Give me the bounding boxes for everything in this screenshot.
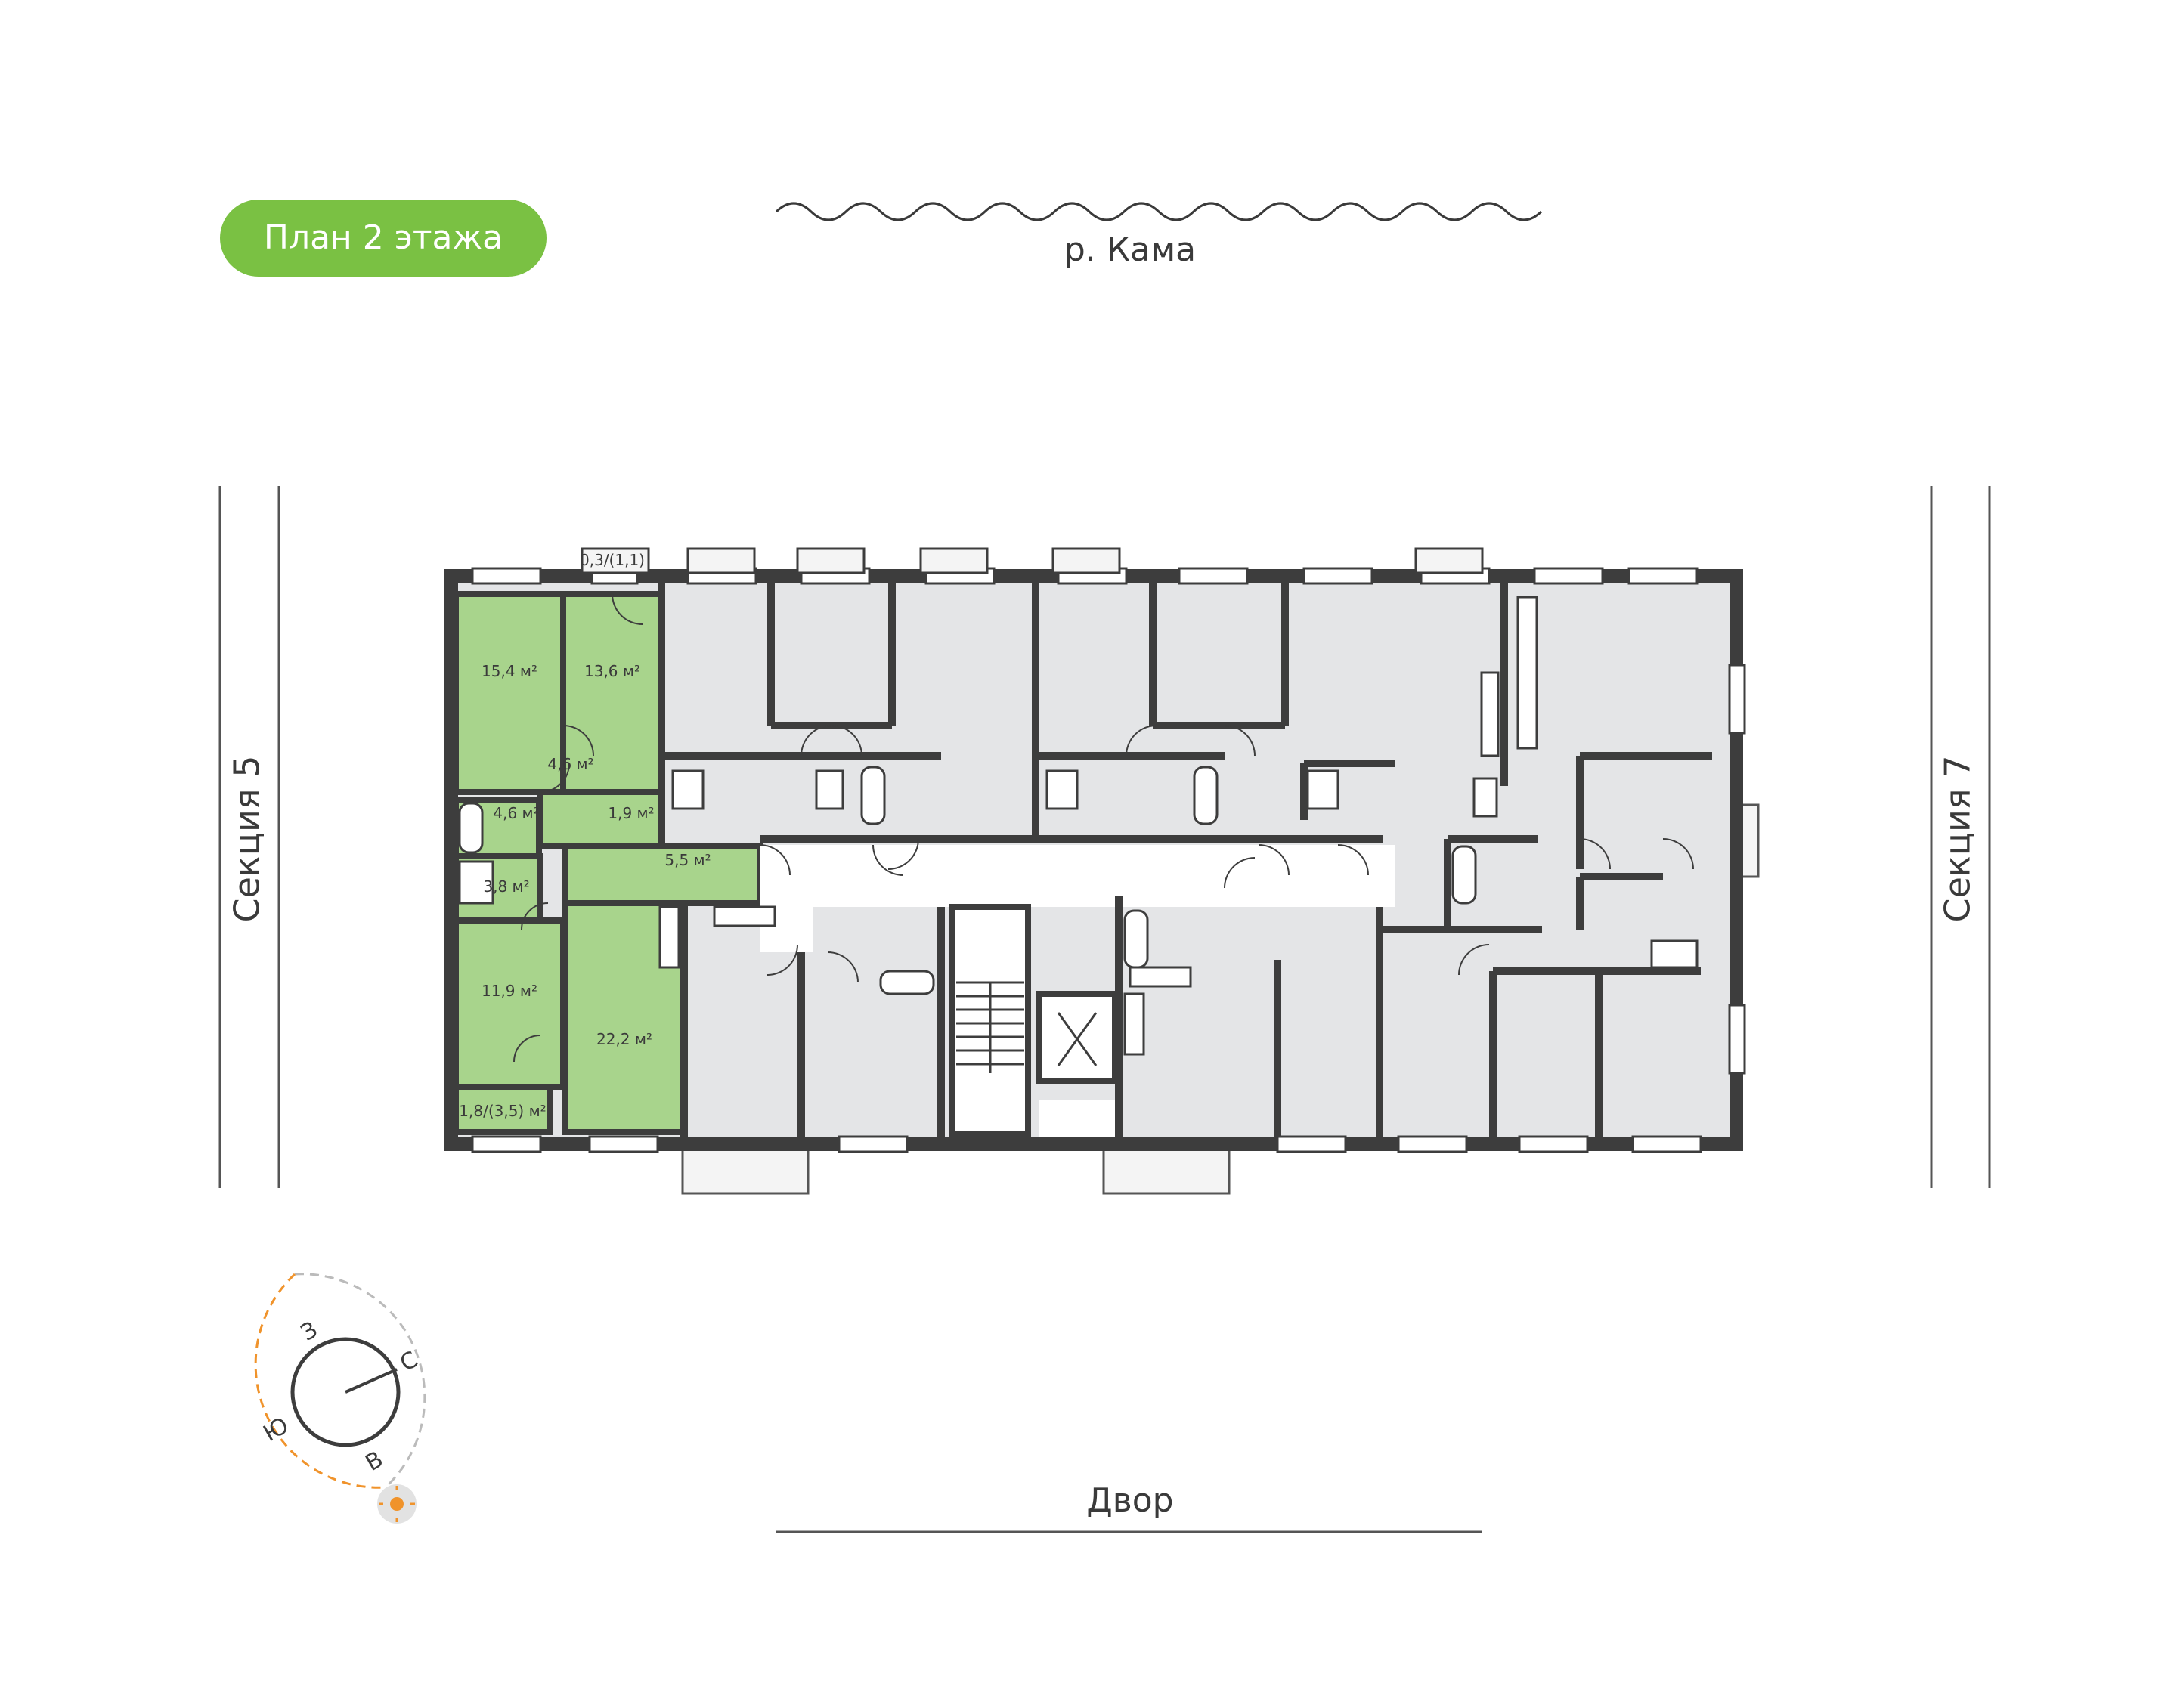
- plumbing-fixtures: [458, 596, 1699, 1056]
- room-area-5-5: 5,5 м²: [664, 851, 711, 869]
- top-balconies: [581, 547, 1484, 574]
- room-labels: 15,4 м² 13,6 м² 4,6 м² 4,6 м² 1,9 м² 5,5…: [459, 551, 711, 1120]
- compass-needle: [345, 1368, 398, 1394]
- compass-north: С: [395, 1346, 423, 1377]
- compass-south: Ю: [259, 1413, 293, 1448]
- room-area-4-6-b: 4,6 м²: [493, 804, 539, 822]
- yard-label: Двор: [1086, 1481, 1173, 1520]
- room-area-3-8: 3,8 м²: [483, 877, 529, 896]
- staircase: [956, 981, 1098, 1073]
- room-area-15-4: 15,4 м²: [482, 662, 537, 680]
- river-wave: [775, 202, 1543, 221]
- door-swings: [513, 593, 1694, 1063]
- room-area-1-9: 1,9 м²: [608, 804, 654, 822]
- floor-title-badge: План 2 этажа: [220, 200, 547, 277]
- balcony-area-top: 0,3/(1,1): [580, 551, 645, 569]
- compass-east: В: [361, 1446, 388, 1477]
- compass-west: З: [296, 1317, 322, 1347]
- river-label: р. Кама: [1064, 231, 1196, 269]
- room-area-22-2: 22,2 м²: [596, 1030, 652, 1048]
- balcony-area-bottom: 1,8/(3,5) м²: [459, 1102, 546, 1120]
- section-5-label: Секция 5: [227, 756, 268, 923]
- room-area-4-6-a: 4,6 м²: [547, 755, 593, 773]
- section-7-label: Секция 7: [1937, 756, 1978, 923]
- room-area-11-9: 11,9 м²: [482, 982, 537, 1000]
- interior-walls: [658, 582, 1712, 1137]
- compass: З С Ю В: [254, 1273, 426, 1524]
- room-area-13-6: 13,6 м²: [584, 662, 640, 680]
